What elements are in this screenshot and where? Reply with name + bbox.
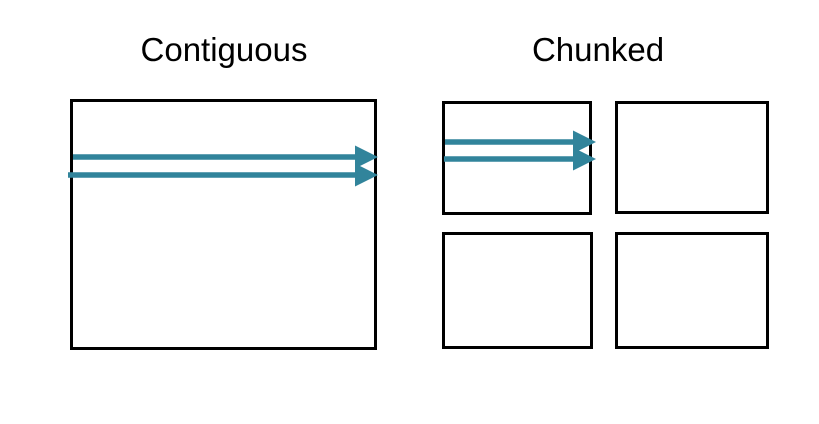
contiguous-dataset-box: [70, 99, 377, 350]
chunk-box-top-right: [615, 101, 769, 214]
chunk-box-bottom-right: [615, 232, 769, 349]
chunk-box-top-left: [442, 101, 592, 215]
contiguous-title: Contiguous: [140, 31, 308, 68]
chunk-box-bottom-left: [442, 232, 593, 349]
chunked-title: Chunked: [531, 31, 665, 68]
